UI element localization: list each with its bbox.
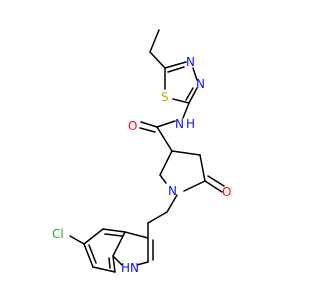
atom-labels: S N N N H O N O Cl H N [52, 55, 231, 275]
bond-c3-c4 [171, 150, 201, 156]
bond-c2-nh [182, 102, 190, 119]
bonds [69, 29, 225, 273]
bond-n1-c2 [159, 174, 167, 184]
bond-ind-c4-c5 [83, 228, 104, 245]
bond-co-o [140, 121, 158, 128]
bond-ind-c3-c3a [124, 231, 149, 239]
bond-n3-c2-double [185, 87, 194, 101]
bond-c5-n4-double [167, 66, 185, 73]
atom-n-indole: N [130, 261, 139, 275]
bond-c4-c5 [199, 154, 206, 182]
bond-ind-c5-c6-double [88, 244, 97, 264]
bond-ind-c3a-c7a [112, 231, 126, 257]
bond-n1-ch2 [166, 194, 178, 213]
atom-n-amide: N [175, 117, 184, 131]
bond-n3-c2 [188, 87, 198, 104]
bond-c2-s [172, 98, 190, 104]
atom-n-thiadiazole-b: N [196, 77, 205, 91]
bond-ind-c7-c7a-double [108, 257, 111, 269]
atom-n-thiadiazole-a: N [186, 55, 195, 69]
bond-ind-c6-c7 [92, 266, 116, 273]
bond-co-o-double [139, 127, 156, 133]
bond-ind-c5-c6 [83, 243, 94, 268]
bond-n4-n3 [192, 67, 198, 81]
atom-s: S [161, 90, 169, 104]
atom-h-amide: H [186, 117, 195, 131]
bond-ind-c7-c7a [112, 255, 116, 273]
bond-c5-n1 [183, 180, 206, 192]
atom-h-indole: H [121, 261, 130, 275]
bond-ethyl-ch3 [149, 29, 160, 53]
bond-ind-c3a-c4 [102, 228, 126, 233]
bond-c5-n4 [164, 61, 187, 69]
bond-ethyl-ch2 [149, 51, 166, 69]
bond-c5-o-double [207, 175, 225, 187]
bond-ch2-ch2 [147, 211, 168, 224]
atom-n-pyrrolidinone: N [168, 184, 177, 198]
atom-o-lactam: O [222, 185, 231, 199]
bond-c5-o [204, 180, 223, 193]
bond-nh-co [156, 120, 176, 128]
molecule-structure-diagram: S N N N H O N O Cl H N [52, 29, 231, 275]
bond-c5-cl [69, 235, 85, 245]
bond-ind-c2-n1 [136, 261, 149, 266]
atom-cl: Cl [52, 227, 64, 241]
bond-c2-c3 [159, 150, 173, 176]
bond-co-c3 [156, 126, 173, 152]
atom-o-amide: O [128, 119, 137, 133]
bond-ind-c3a-c4-double [104, 233, 123, 237]
bond-ind-n1-c7a [112, 255, 123, 266]
